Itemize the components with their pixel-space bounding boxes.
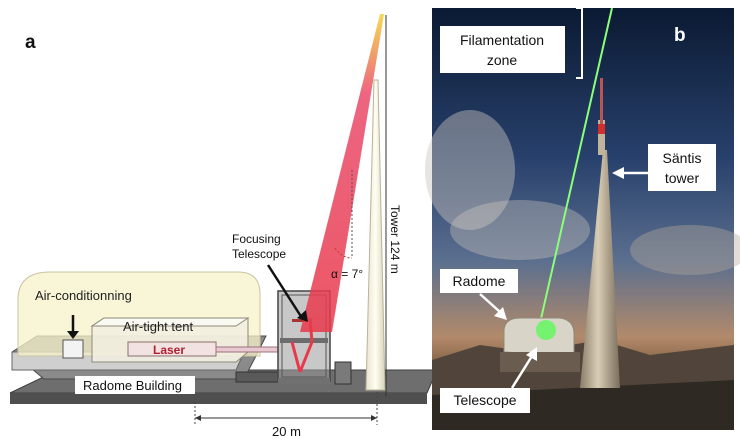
telescope-mirror-platform <box>280 338 328 343</box>
santis-label-line1: Säntis <box>663 150 702 166</box>
angle-label: α = 7° <box>331 267 363 281</box>
distance-arrow-right <box>371 415 377 421</box>
filamentation-label-line1: Filamentation <box>460 32 544 48</box>
radome-label: Radome <box>453 273 506 289</box>
beam-inner-1 <box>290 341 302 373</box>
distance-arrow-left <box>195 415 201 421</box>
laser-box <box>127 341 217 357</box>
filamentation-bracket <box>576 7 583 79</box>
santis-tower-upper <box>598 120 605 155</box>
radome-arrow-line <box>479 293 501 313</box>
santis-tower-red-light <box>598 124 605 134</box>
angle-arc <box>334 247 353 259</box>
radome-base <box>500 352 580 372</box>
radome-building-label-bg <box>75 376 195 394</box>
cloud-middle <box>450 200 590 260</box>
ac-unit <box>62 339 84 359</box>
airflow-arrow-head <box>67 331 79 339</box>
radome-building-label: Radome Building <box>83 378 182 393</box>
filamentation-label-line2: zone <box>487 52 518 68</box>
focusing-telescope-arrow-head <box>297 310 308 322</box>
air-tight-tent-label: Air-tight tent <box>123 319 193 334</box>
santis-tower <box>580 150 620 388</box>
panel-b-letter: b <box>674 25 686 46</box>
telescope-frame <box>281 294 327 378</box>
santis-antenna <box>600 78 603 124</box>
santis-arrow-head <box>612 167 624 179</box>
distance-label: 20 m <box>272 424 301 439</box>
secondary-mirror <box>292 319 306 322</box>
radome-arrow-head <box>494 307 507 320</box>
ground-platform-edge <box>10 393 427 404</box>
laser-label: Laser <box>153 343 185 357</box>
santis-label-line2: tower <box>665 170 700 186</box>
beam-inner-2 <box>298 341 314 373</box>
focusing-telescope-label-line1: Focusing <box>232 232 281 246</box>
green-laser-beam <box>534 7 613 346</box>
telescope-arrow-line <box>510 355 534 389</box>
filamentation-label-bg <box>440 26 565 73</box>
focusing-telescope-arrow-line <box>266 264 304 319</box>
tower-height-label: Tower 124 m <box>388 205 402 274</box>
santis-label-bg <box>648 144 716 191</box>
air-conditioning-label: Air-conditionning <box>35 288 132 303</box>
telescope-label: Telescope <box>453 392 516 408</box>
telescope-base <box>278 378 330 384</box>
panel-a-letter: a <box>25 32 36 53</box>
air-tight-tent-top <box>90 317 250 327</box>
beam-pipe <box>215 346 279 353</box>
side-cabinet <box>334 361 352 385</box>
cloud-left <box>425 110 515 230</box>
telescope-label-bg <box>440 388 530 413</box>
radome-label-bg <box>440 269 518 293</box>
panel-a: a α = <box>9 14 438 439</box>
telescope-green-glow <box>536 320 556 340</box>
cloud-right <box>630 225 740 275</box>
telescope-arrow-head <box>526 347 537 361</box>
laser-beam-cone <box>300 14 384 332</box>
focusing-telescope-label-line2: Telescope <box>232 247 286 261</box>
panel-b: Filamentation zone b Säntis tower Radome… <box>425 7 740 430</box>
tower-a <box>365 79 386 391</box>
connector-box <box>235 371 279 383</box>
